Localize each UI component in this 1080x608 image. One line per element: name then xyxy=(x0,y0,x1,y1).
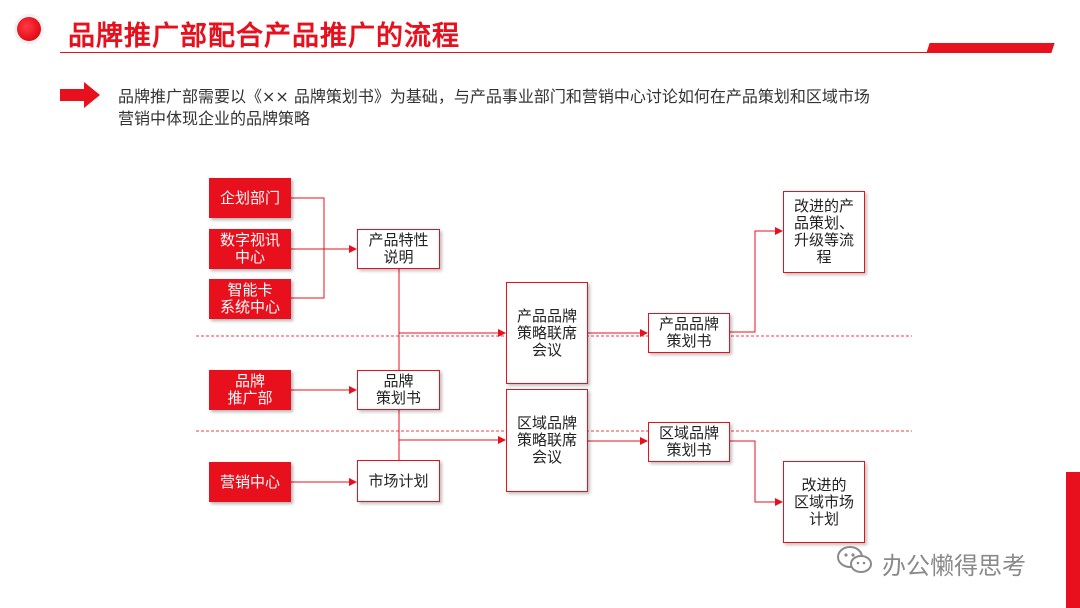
source-digital-label: 数字视讯 中心 xyxy=(219,231,280,266)
output-regional-label: 区域品牌 策划书 xyxy=(658,424,719,459)
doc-market-plan: 市场计划 xyxy=(357,460,440,502)
result-regional-label: 改进的 区域市场 计划 xyxy=(793,475,854,528)
source-brand-label: 品牌 推广部 xyxy=(227,372,273,407)
doc-brand-plan: 品牌 策划书 xyxy=(357,370,440,410)
title-underline xyxy=(60,52,1050,53)
wechat-icon xyxy=(836,545,874,581)
title-bullet-dot xyxy=(17,17,41,41)
source-planning-label: 企划部门 xyxy=(219,188,280,207)
intro-line-2: 营销中体现企业的品牌策略 xyxy=(118,109,311,128)
source-digital-center: 数字视讯 中心 xyxy=(209,229,291,269)
meeting-regional-brand: 区域品牌 策略联席 会议 xyxy=(506,389,588,492)
source-marketing-label: 营销中心 xyxy=(219,472,280,491)
side-accent-bar xyxy=(1066,472,1080,608)
meeting-regional-label: 区域品牌 策略联席 会议 xyxy=(516,414,577,466)
source-planning-dept: 企划部门 xyxy=(209,178,291,218)
arrow-right-icon xyxy=(60,82,100,112)
watermark: 办公懒得思考 xyxy=(836,545,1026,581)
meeting-product-label: 产品品牌 策略联席 会议 xyxy=(516,306,577,359)
doc-market-plan-label: 市场计划 xyxy=(368,471,429,490)
output-regional-brand-plan: 区域品牌 策划书 xyxy=(648,422,730,462)
result-product-label: 改进的产 品策划、 升级等流 程 xyxy=(793,197,854,266)
meeting-product-brand: 产品品牌 策略联席 会议 xyxy=(506,282,588,384)
watermark-text: 办公懒得思考 xyxy=(882,551,1026,580)
output-product-label: 产品品牌 策划书 xyxy=(658,315,719,350)
source-marketing-center: 营销中心 xyxy=(209,462,291,502)
doc-product-spec: 产品特性 说明 xyxy=(357,229,440,269)
doc-product-spec-label: 产品特性 说明 xyxy=(368,231,429,266)
source-smartcard-center: 智能卡 系统中心 xyxy=(209,279,291,319)
output-product-brand-plan: 产品品牌 策划书 xyxy=(648,313,730,353)
result-improved-product: 改进的产 品策划、 升级等流 程 xyxy=(783,191,865,273)
intro-text: 品牌推广部需要以《×× 品牌策划书》为基础，与产品事业部门和营销中心讨论如何在产… xyxy=(118,86,978,130)
source-smartcard-label: 智能卡 系统中心 xyxy=(219,281,280,316)
intro-line-1: 品牌推广部需要以《×× 品牌策划书》为基础，与产品事业部门和营销中心讨论如何在产… xyxy=(118,87,870,106)
result-improved-regional: 改进的 区域市场 计划 xyxy=(783,461,865,543)
source-brand-dept: 品牌 推广部 xyxy=(209,370,291,410)
doc-brand-plan-label: 品牌 策划书 xyxy=(375,372,421,407)
page-title: 品牌推广部配合产品推广的流程 xyxy=(68,21,460,52)
